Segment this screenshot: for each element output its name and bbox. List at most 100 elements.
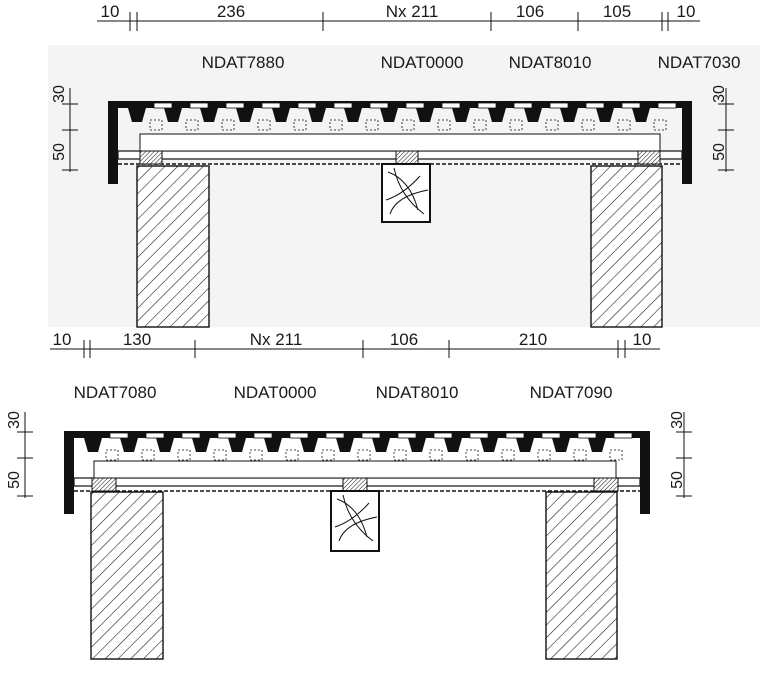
profile-tooth <box>408 438 426 452</box>
bottom-product-3: NDAT8010 <box>376 383 459 402</box>
profile-clip <box>469 432 489 439</box>
top-dim-5: 105 <box>603 2 631 21</box>
profile-tooth <box>588 438 606 452</box>
top-profile-teeth <box>128 102 677 131</box>
profile-hidden-edge <box>177 449 191 461</box>
top-product-4: NDAT7030 <box>658 53 741 72</box>
top-right-fascia <box>674 101 692 184</box>
top-dim-6: 10 <box>677 2 696 21</box>
top-dim-4: 106 <box>516 2 544 21</box>
profile-tooth <box>228 438 246 452</box>
profile-tooth <box>264 438 282 452</box>
top-product-2: NDAT0000 <box>381 53 464 72</box>
profile-clip <box>369 102 389 109</box>
bottom-batten-right <box>593 477 619 492</box>
profile-tooth <box>488 108 506 122</box>
top-right-height-50: 50 <box>711 143 728 161</box>
bottom-roof-structure <box>64 431 650 552</box>
top-left-wall <box>136 165 210 328</box>
detail-bottom: 10 130 Nx 211 106 210 10 NDAT7080 NDAT00… <box>6 330 692 660</box>
profile-hidden-edge <box>581 119 595 131</box>
top-left-height-dimension <box>62 88 78 172</box>
bottom-dimension-line <box>50 340 660 358</box>
profile-hidden-edge <box>537 449 551 461</box>
top-sheet-underlay <box>139 133 661 152</box>
profile-hidden-edge <box>149 119 163 131</box>
profile-clip <box>621 102 641 109</box>
bottom-product-4: NDAT7090 <box>530 383 613 402</box>
profile-clip <box>325 432 345 439</box>
bottom-right-height-dimension <box>676 412 692 498</box>
profile-tooth <box>444 438 462 452</box>
profile-clip <box>613 432 633 439</box>
profile-tooth <box>632 108 650 122</box>
profile-tooth <box>596 108 614 122</box>
profile-hidden-edge <box>365 119 379 131</box>
bottom-right-fascia <box>632 431 650 514</box>
profile-clip <box>477 102 497 109</box>
profile-hidden-edge <box>617 119 631 131</box>
profile-clip <box>145 432 165 439</box>
profile-hidden-edge <box>509 119 523 131</box>
profile-hidden-edge <box>429 449 443 461</box>
bottom-left-height-50: 50 <box>6 471 23 489</box>
profile-tooth <box>344 108 362 122</box>
top-dim-1: 10 <box>101 2 120 21</box>
top-roof-structure <box>108 101 692 223</box>
profile-hidden-edge <box>105 449 119 461</box>
top-product-3: NDAT8010 <box>509 53 592 72</box>
profile-hidden-edge <box>465 449 479 461</box>
top-left-height-50: 50 <box>51 143 68 161</box>
profile-hidden-edge <box>501 449 515 461</box>
profile-hidden-edge <box>293 119 307 131</box>
bottom-dim-3: Nx 211 <box>250 330 303 349</box>
profile-tooth <box>560 108 578 122</box>
bottom-dim-1: 10 <box>53 330 72 349</box>
profile-clip <box>585 102 605 109</box>
profile-tooth <box>300 438 318 452</box>
profile-clip <box>505 432 525 439</box>
profile-clip <box>253 432 273 439</box>
top-dim-2: 236 <box>217 2 245 21</box>
top-cap <box>108 101 692 108</box>
top-left-fascia <box>108 101 126 184</box>
profile-tooth <box>416 108 434 122</box>
bottom-left-height-dimension <box>17 412 33 498</box>
profile-clip <box>657 102 677 109</box>
bottom-right-height-50: 50 <box>669 471 686 489</box>
top-product-1: NDAT7880 <box>202 53 285 72</box>
profile-hidden-edge <box>401 119 415 131</box>
profile-clip <box>153 102 173 109</box>
profile-hidden-edge <box>473 119 487 131</box>
profile-tooth <box>524 108 542 122</box>
profile-clip <box>261 102 281 109</box>
bottom-right-height-30: 30 <box>669 411 686 429</box>
profile-tooth <box>84 438 102 452</box>
profile-clip <box>225 102 245 109</box>
profile-clip <box>541 432 561 439</box>
bottom-profile-teeth <box>84 432 633 461</box>
profile-hidden-edge <box>249 449 263 461</box>
top-batten-left <box>139 150 163 165</box>
profile-clip <box>433 432 453 439</box>
bottom-right-wall <box>545 491 618 660</box>
profile-tooth <box>156 438 174 452</box>
bottom-sheet-underlay <box>93 460 617 479</box>
top-right-wall <box>590 165 663 328</box>
bottom-product-2: NDAT0000 <box>234 383 317 402</box>
profile-clip <box>289 432 309 439</box>
bottom-batten-left <box>91 477 117 492</box>
profile-tooth <box>128 108 146 122</box>
bottom-dim-6: 10 <box>633 330 652 349</box>
profile-tooth <box>516 438 534 452</box>
profile-hidden-edge <box>357 449 371 461</box>
profile-tooth <box>192 438 210 452</box>
profile-tooth <box>372 438 390 452</box>
bottom-left-wall <box>90 491 164 660</box>
bottom-batten-mid <box>342 477 368 492</box>
profile-hidden-edge <box>285 449 299 461</box>
bottom-dim-4: 106 <box>390 330 418 349</box>
profile-tooth <box>480 438 498 452</box>
profile-clip <box>181 432 201 439</box>
profile-hidden-edge <box>321 449 335 461</box>
